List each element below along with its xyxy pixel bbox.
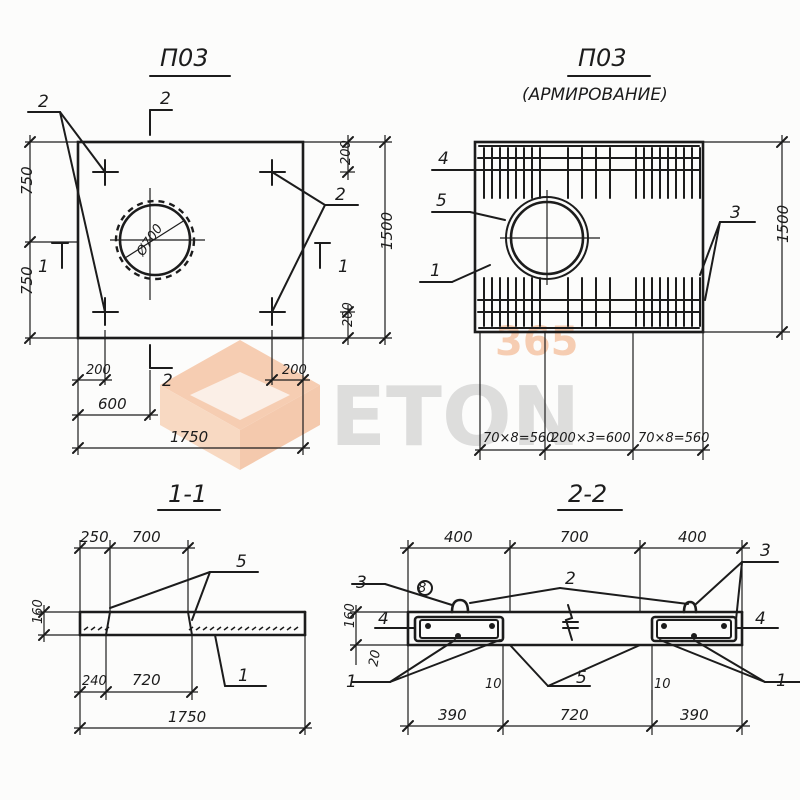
hatch-mark <box>237 626 243 631</box>
plan-dim-right-top: 200 <box>339 140 354 165</box>
plan-dim-bottom-left: 200 <box>86 363 111 378</box>
plan-title: П03 <box>160 44 209 72</box>
s1-dim-left-160: 160 <box>31 599 46 624</box>
watermark-top-text: 365 <box>495 319 579 365</box>
hatch-mark <box>272 626 278 631</box>
reinf-pos-4: 4 <box>438 149 449 169</box>
plan-section-2-top-mark: 2 <box>160 89 171 109</box>
hatch-mark <box>223 626 229 631</box>
s2-dim-bottom-left: 390 <box>438 706 467 724</box>
s2-dim-top-left: 400 <box>444 528 473 546</box>
watermark: 365 ETON <box>160 319 580 470</box>
s1-dim-total: 1750 <box>168 708 206 726</box>
hatch-mark <box>83 626 89 631</box>
hatch-mark <box>258 626 264 631</box>
plan-dim-bottom-total: 1750 <box>170 428 208 446</box>
reinf-outline <box>473 140 705 334</box>
plan-section-1-right-mark: 1 <box>338 257 349 277</box>
watermark-main-text: ETON <box>330 370 580 465</box>
hatch-mark <box>195 626 201 631</box>
s2-dim-gap-right: 10 <box>654 677 671 692</box>
s2-dim-bottom-right: 390 <box>680 706 709 724</box>
reinforcement-plan-view: П03 (АРМИРОВАНИЕ) 4 5 1 3 <box>419 44 792 460</box>
s1-dim-bottom-240: 240 <box>82 674 107 689</box>
section-2-2: 2-2 400 700 4 <box>343 480 800 735</box>
s1-pos-5: 5 <box>236 552 247 572</box>
s1-dim-top-250: 250 <box>80 528 109 546</box>
section-1-hatch <box>83 626 299 631</box>
reinf-dim-right-total: 1500 <box>774 205 792 243</box>
plan-view: П03 2 2 1 1 Ø700 <box>18 44 396 455</box>
s2-dim-top-mid: 700 <box>560 528 589 546</box>
plan-dim-left-lower: 750 <box>18 266 36 295</box>
hatch-mark <box>251 626 257 631</box>
hatch-mark <box>265 626 271 631</box>
s2-pos-1-left: 1 <box>346 672 357 692</box>
plan-dim-left-upper: 750 <box>18 166 36 195</box>
reinf-dim-bottom-mid: 200×3=600 <box>551 431 631 446</box>
s1-dim-top-700: 700 <box>132 528 161 546</box>
reinf-title: П03 <box>578 44 627 72</box>
s2-pos-3-right: 3 <box>760 541 771 561</box>
hatch-mark <box>286 626 292 631</box>
s2-dim-left-160: 160 <box>343 603 358 628</box>
s2-dim-top-right: 400 <box>678 528 707 546</box>
hatch-mark <box>230 626 236 631</box>
reinf-pos-1: 1 <box>430 261 441 281</box>
reinf-top-bars <box>483 147 701 199</box>
plan-outline <box>76 140 305 340</box>
s1-pos-1: 1 <box>238 666 249 686</box>
reinf-subtitle: (АРМИРОВАНИЕ) <box>522 85 668 105</box>
hatch-mark <box>104 626 110 631</box>
section-2-title: 2-2 <box>568 480 607 508</box>
hatch-mark <box>209 626 215 631</box>
reinf-bottom-bars <box>483 277 701 327</box>
reinf-pos-3: 3 <box>730 203 741 223</box>
reinf-dim-bottom-right: 70×8=560 <box>638 431 709 446</box>
hatch-mark <box>97 626 103 631</box>
s2-pos-3-left: 3 <box>356 573 367 593</box>
s2-pos-4-left: 4 <box>378 609 389 629</box>
s2-dim-left-20: 20 <box>366 649 384 668</box>
section-1-title: 1-1 <box>168 480 207 508</box>
hatch-mark <box>279 626 285 631</box>
plan-section-2-bottom-mark: 2 <box>162 371 173 391</box>
reinf-dim-bottom-left: 70×8=560 <box>483 431 554 446</box>
s2-pos-4-right: 4 <box>755 609 766 629</box>
hatch-mark <box>188 626 194 631</box>
plan-dim-right-bottom: 200 <box>341 302 356 327</box>
plan-pos-2-left: 2 <box>38 92 49 112</box>
s2-dim-bottom-mid: 720 <box>560 706 589 724</box>
s2-pos-8: 8 <box>418 581 426 596</box>
s1-dim-bottom-720: 720 <box>132 671 161 689</box>
watermark-logo-icon <box>160 340 320 470</box>
hatch-mark <box>293 626 299 631</box>
hatch-mark <box>202 626 208 631</box>
hatch-mark <box>216 626 222 631</box>
s2-pos-5: 5 <box>576 668 587 688</box>
s2-dim-gap-left: 10 <box>485 677 502 692</box>
s2-pos-1-right: 1 <box>776 671 787 691</box>
plan-dim-bottom-right: 200 <box>282 363 307 378</box>
hatch-mark <box>90 626 96 631</box>
s2-pos-2: 2 <box>565 569 576 589</box>
hatch-mark <box>244 626 250 631</box>
plan-section-1-left-mark: 1 <box>38 257 49 277</box>
plan-dim-bottom-600: 600 <box>98 395 127 413</box>
plan-dim-right-total: 1500 <box>378 212 396 250</box>
plan-pos-2-right: 2 <box>335 185 346 205</box>
section-1-1: 1-1 250 700 160 5 1 <box>31 480 312 735</box>
reinf-pos-5: 5 <box>436 191 447 211</box>
